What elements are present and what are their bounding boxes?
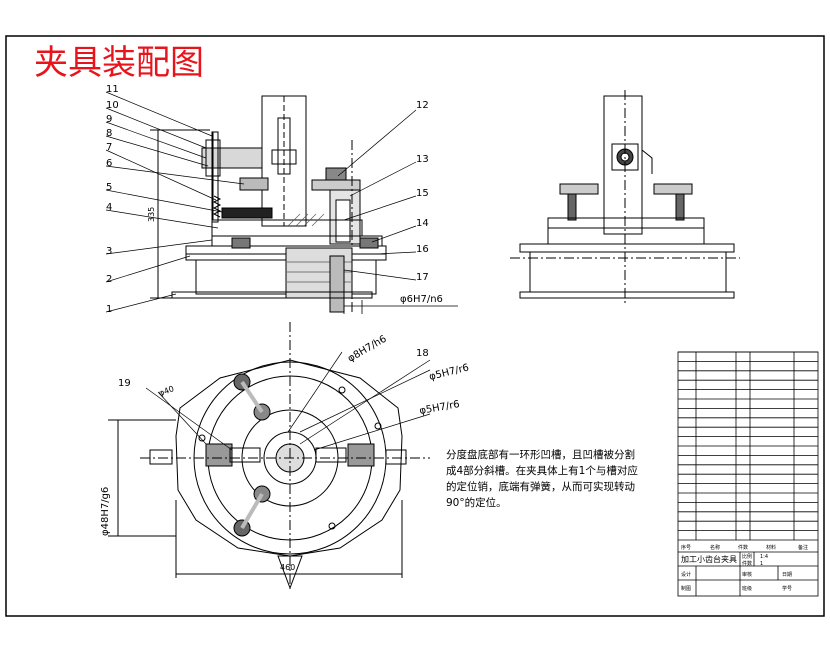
callout-7: 7 [106,142,112,153]
student-no-label: 学号 [782,585,792,592]
callout-17: 17 [416,272,429,283]
dim-height-335: 335 [147,207,156,222]
callout-19: 19 [118,378,131,389]
drawn-label: 审核 [742,571,752,578]
bom-header-material: 材料 [766,544,776,551]
bom-header-no: 序号 [681,544,691,551]
dim-pin-fit-1: φ8H7/h6 [346,334,389,365]
callout-16: 16 [416,244,429,255]
side-view [510,90,740,304]
note-line-3: 的定位销，底端有弹簧，从而可实现转动 [446,481,635,493]
note-line-2: 成4部分斜槽。在夹具体上有1个与槽对应 [446,465,638,477]
dim-bore-fit: φ6H7/n6 [400,294,443,305]
callout-6: 6 [106,158,112,169]
callout-leaders-left [105,91,417,313]
qty-value: 1 [760,561,763,567]
callout-11: 11 [106,84,119,95]
top-view-leaders [145,351,431,451]
bom-header-remark: 备注 [798,544,808,551]
callout-8: 8 [106,128,112,139]
title-block [677,351,819,597]
date-label: 日期 [782,572,792,578]
designer-label: 设计 [681,571,691,578]
drawing-title: 夹具装配图 [34,43,204,83]
bom-header-qty: 件数 [738,544,748,551]
callout-13: 13 [416,154,429,165]
callout-2: 2 [106,274,112,285]
dim-pin-fit-2: φ5H7/r6 [428,362,470,383]
callout-15: 15 [416,188,429,199]
dim-dia-40: φ40 [158,384,176,398]
part-name: 加工小齿台夹具 [681,554,737,564]
school-label: 班级 [742,585,752,592]
front-section-view [150,95,387,313]
dim-width-460: 460 [280,563,295,572]
dim-pin-fit-3: φ5H7/r6 [419,399,461,417]
top-view [108,322,430,590]
checker-label: 制图 [681,585,691,592]
callout-12: 12 [416,100,429,111]
callout-18: 18 [416,348,429,359]
dim-dia-48-fit: φ48H7/g6 [100,487,111,536]
callout-5: 5 [106,182,112,193]
scale-value: 1:4 [760,554,768,560]
callout-3: 3 [106,246,112,257]
bom-header-name: 名称 [710,544,720,551]
outer-frame [5,35,825,617]
note-line-4: 90°的定位。 [446,497,507,509]
design-note: 分度盘底部有一环形凹槽，且凹槽被分割 成4部分斜槽。在夹具体上有1个与槽对应 的… [446,447,686,511]
qty-label: 件数 [742,560,752,567]
callout-9: 9 [106,114,112,125]
callout-10: 10 [106,100,119,111]
callout-1: 1 [106,304,112,315]
scale-label: 比例 [742,553,752,560]
bore-fit-leader [343,300,458,314]
note-line-1: 分度盘底部有一环形凹槽，且凹槽被分割 [446,449,635,461]
callout-4: 4 [106,202,112,213]
callout-14: 14 [416,218,429,229]
